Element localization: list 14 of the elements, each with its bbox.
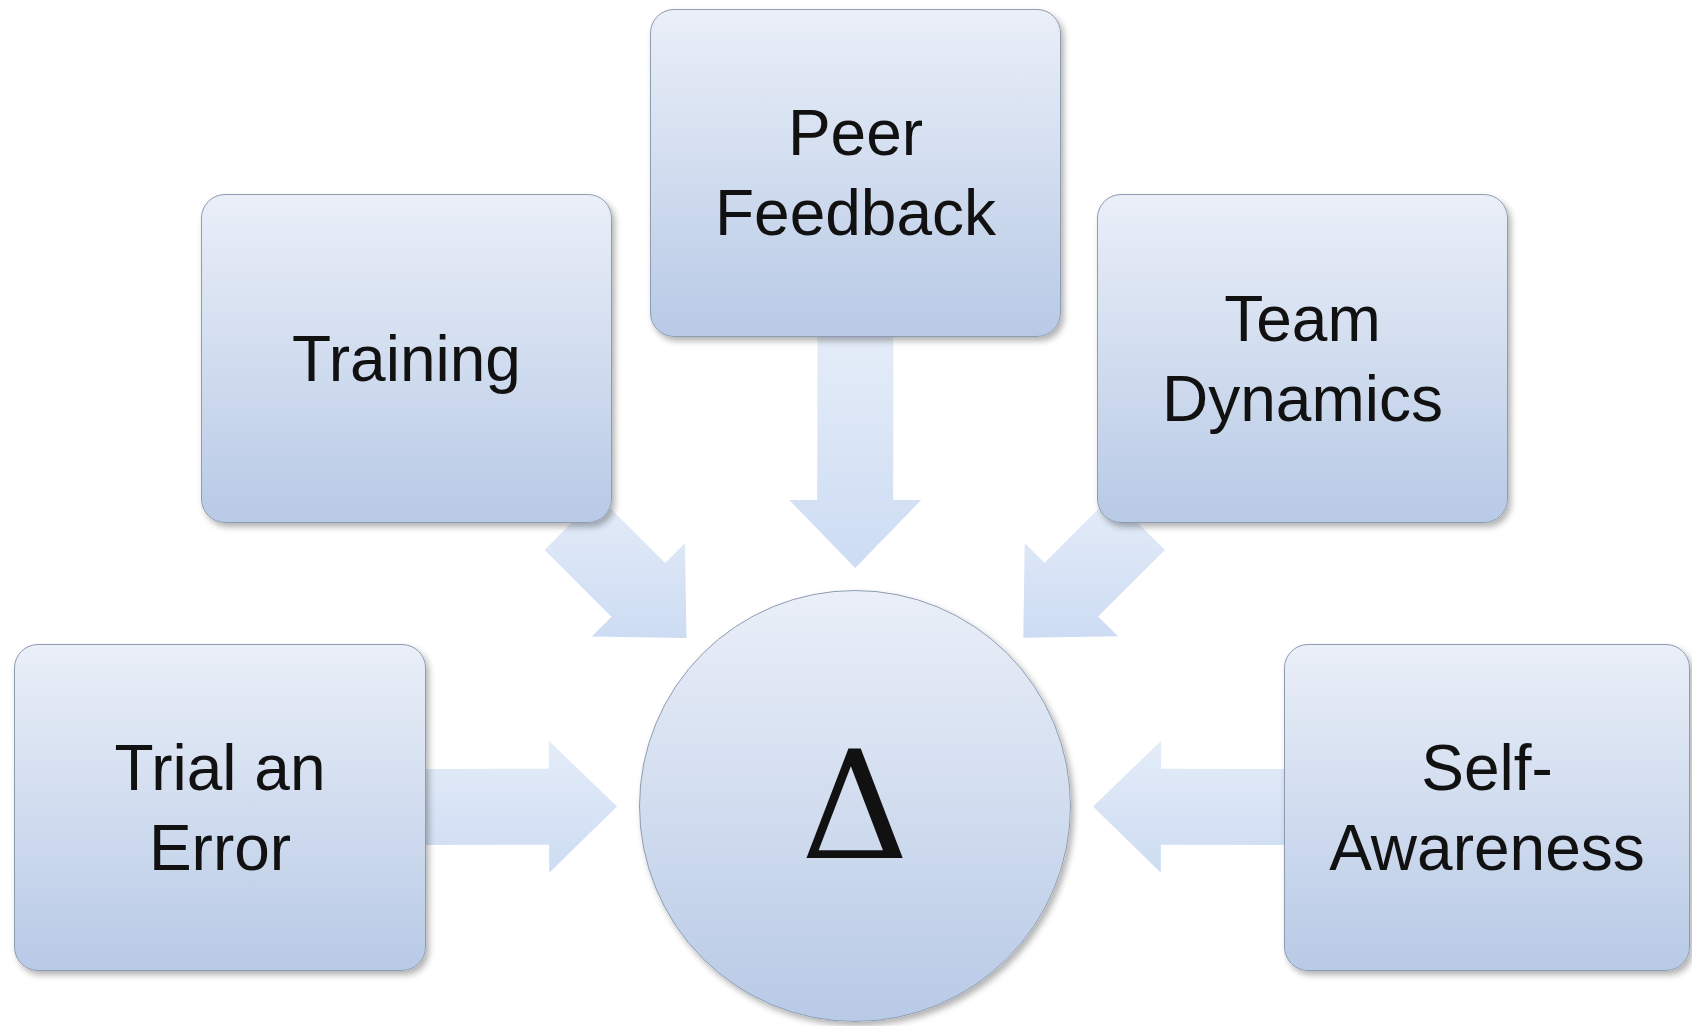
node-label: Trial an Error (113, 730, 327, 886)
rounded-box (1097, 194, 1508, 523)
rounded-box (14, 644, 426, 971)
node-label: Training (292, 321, 521, 397)
block-arrow (789, 337, 922, 568)
rounded-box (1284, 644, 1690, 971)
node-label: Team Dynamics (1161, 281, 1444, 437)
rounded-box (650, 9, 1061, 337)
block-arrow (1093, 740, 1285, 873)
node-label: Peer Feedback (713, 96, 998, 251)
block-arrow (425, 740, 617, 873)
delta-symbol: Δ (800, 731, 910, 881)
rounded-box (201, 194, 612, 523)
node-label: Self-Awareness (1329, 730, 1645, 886)
